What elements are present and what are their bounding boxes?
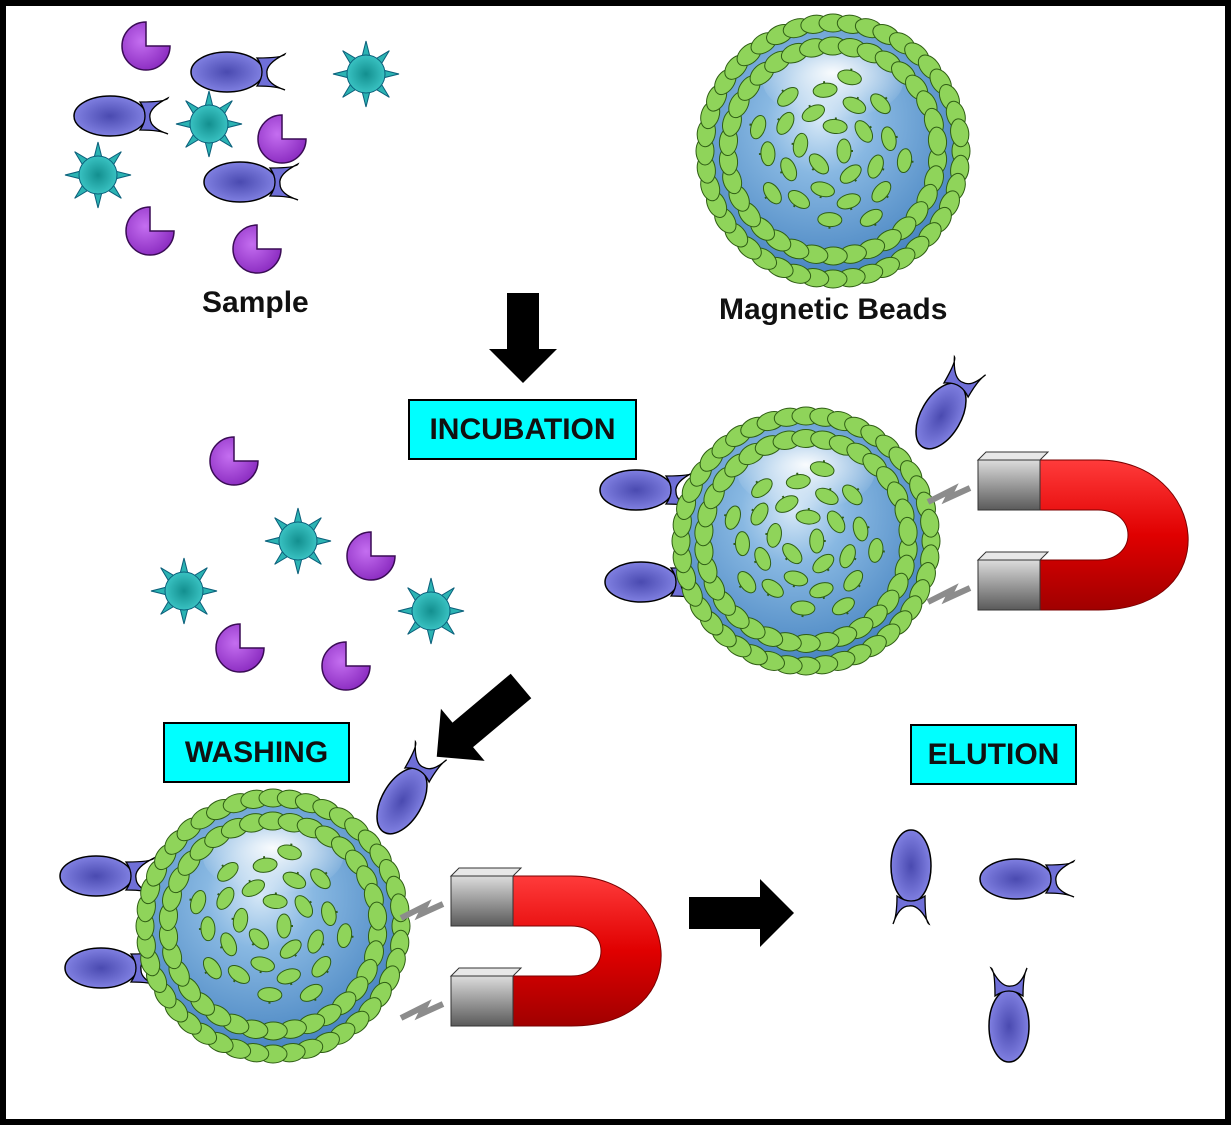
elution-step-box: ELUTION [910, 724, 1077, 785]
process-arrows-group [436, 293, 794, 947]
contaminant-star [64, 141, 132, 209]
sample-molecules-group [64, 21, 400, 274]
sample-label: Sample [202, 286, 309, 319]
diagonal-arrow [436, 673, 532, 761]
contaminant-pacman [215, 623, 265, 673]
diagram-canvas: Sample Magnetic Beads INCUBATION WASHING… [6, 6, 1225, 1119]
right-arrow [689, 879, 794, 947]
contaminant-pacman [257, 114, 307, 164]
bound-target-molecule [376, 739, 448, 835]
target-molecule [203, 161, 300, 203]
bound-target-molecule [59, 855, 156, 897]
bound-target-molecule [64, 947, 161, 989]
contaminant-pacman [232, 224, 282, 274]
target-molecule [73, 95, 170, 137]
contaminant-pacman [125, 206, 175, 256]
contaminant-star [175, 90, 243, 158]
contaminant-star [397, 577, 465, 645]
contaminant-pacman [321, 641, 371, 691]
contaminant-star [150, 557, 218, 625]
contaminant-pacman [209, 436, 259, 486]
washing-scene-group [59, 739, 662, 1064]
ligand-cluster [695, 13, 971, 289]
diagram-artwork [59, 13, 1189, 1064]
contaminant-pacman [346, 531, 396, 581]
washing-step-box: WASHING [163, 722, 350, 783]
incubation-step-box: INCUBATION [408, 399, 637, 460]
ligand-cluster [135, 788, 411, 1064]
captured-bead [671, 406, 941, 676]
target-molecule [190, 51, 287, 93]
magnetic-bead [695, 13, 971, 289]
bound-target-molecule [915, 354, 987, 450]
eluted-molecules-group [890, 829, 1076, 1063]
bound-target-molecule [599, 469, 696, 511]
eluted-target-molecule [890, 829, 932, 926]
eluted-target-molecule [979, 858, 1076, 900]
magnetic-beads-label: Magnetic Beads [719, 293, 948, 326]
down-arrow [489, 293, 557, 383]
magnet [926, 451, 1189, 611]
ligand-cluster [671, 406, 941, 676]
washed-bead [135, 788, 411, 1064]
bound-target-molecule [604, 561, 701, 603]
incubation-scene-group [150, 354, 1189, 691]
magnetic-bead-group [695, 13, 971, 289]
contaminant-star [264, 507, 332, 575]
eluted-target-molecule [988, 966, 1030, 1063]
contaminant-star [332, 40, 400, 108]
contaminant-pacman [121, 21, 171, 71]
magnet [399, 867, 662, 1027]
